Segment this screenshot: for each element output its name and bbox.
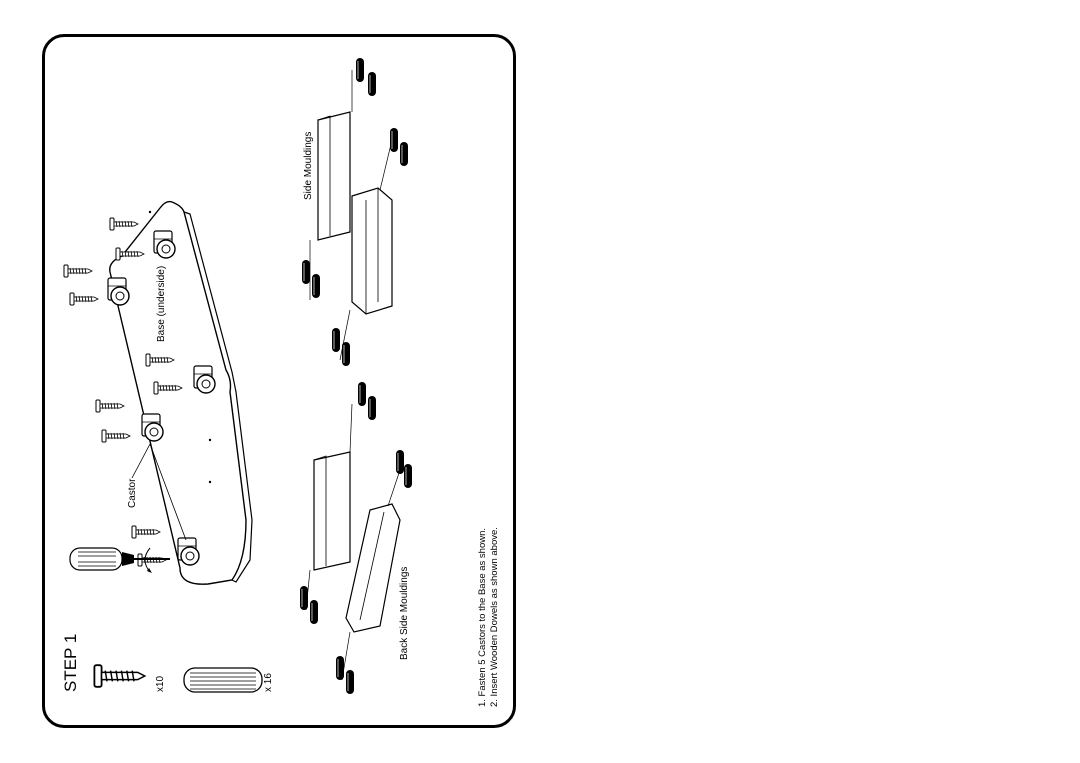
screwdriver-icon <box>69 547 170 573</box>
step-title: STEP 1 <box>61 633 80 692</box>
dowel-icon <box>389 127 399 153</box>
dowel-icon <box>355 57 365 83</box>
back-side-moulding-2 <box>341 469 401 681</box>
dowel-icon <box>367 71 377 97</box>
dowel-icon <box>357 381 367 407</box>
screw-icon <box>101 429 131 443</box>
screw-icon <box>109 217 139 231</box>
dowel-part-icon <box>183 667 263 693</box>
dowel-icon <box>345 669 355 695</box>
base-panel <box>109 200 247 585</box>
dowel-icon <box>331 327 341 353</box>
screw-icon <box>69 292 99 306</box>
back-side-moulding-1 <box>305 403 353 611</box>
castor-icon <box>107 277 130 306</box>
dowel-icon <box>395 449 405 475</box>
screw-icon <box>93 664 146 688</box>
dowel-icon <box>311 273 321 299</box>
dowel-icon <box>399 141 409 167</box>
dowel-icon <box>341 341 351 367</box>
dowel-icon <box>403 463 413 489</box>
screw-icon <box>95 399 125 413</box>
dowel-icon <box>301 259 311 285</box>
side-moulding-2 <box>339 139 393 361</box>
dowel-icon <box>309 599 319 625</box>
instruction-1: 1. Fasten 5 Castors to the Base as shown… <box>477 527 488 707</box>
instruction-2: 2. Insert Wooden Dowels as shown above. <box>489 527 500 707</box>
castor-icon <box>141 413 164 442</box>
screw-quantity: x10 <box>155 675 166 692</box>
base-panel-edge <box>183 211 253 583</box>
dowel-icon <box>367 395 377 421</box>
castor-label: Castor <box>127 478 138 508</box>
screw-icon <box>131 525 161 539</box>
side-moulding-1 <box>309 70 353 300</box>
dowel-icon <box>335 655 345 681</box>
dowel-quantity: x 16 <box>263 673 274 692</box>
screw-icon <box>63 264 93 278</box>
step-frame <box>42 34 516 728</box>
side-mouldings-label: Side Mouldings <box>303 131 314 200</box>
back-side-mouldings-label: Back Side Mouldings <box>399 566 410 660</box>
base-label: Base (underside) <box>156 265 167 342</box>
dowel-icon <box>299 585 309 611</box>
screw-part-icon <box>93 664 146 688</box>
